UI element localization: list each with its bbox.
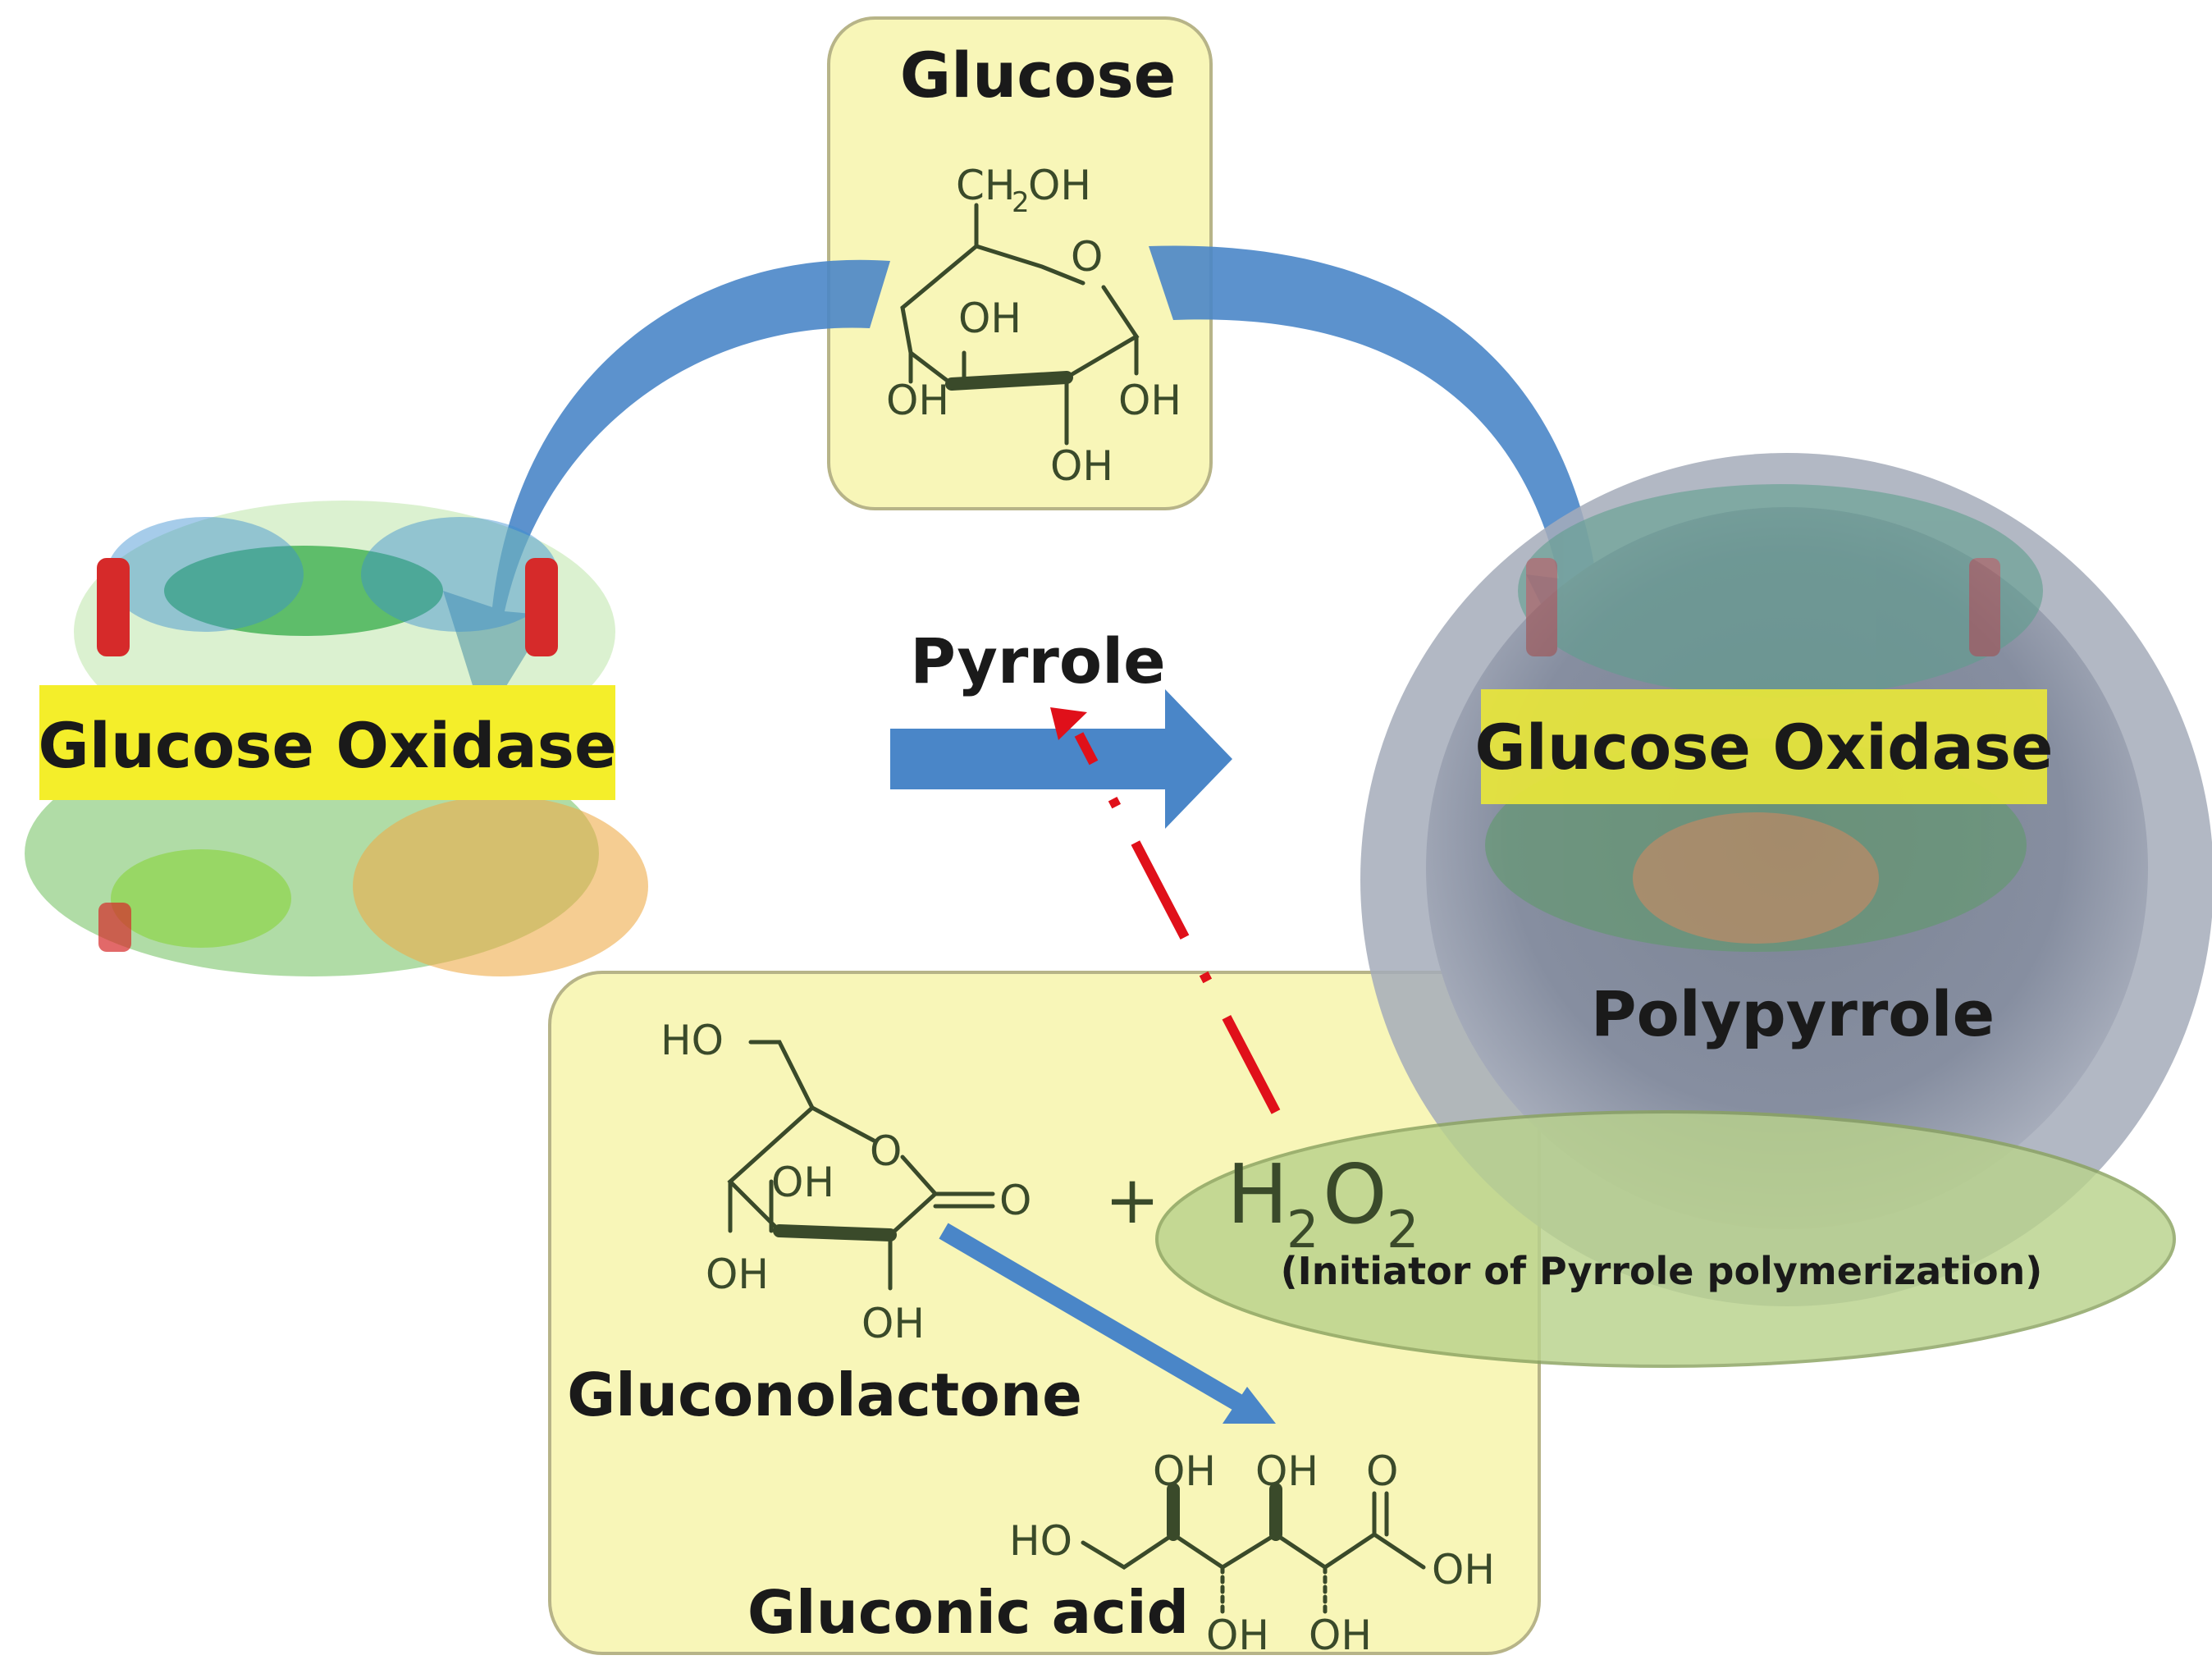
svg-text:OH: OH [1153,1447,1216,1495]
svg-text:OH: OH [771,1159,834,1206]
enzyme-label-right-bg [1481,689,2047,804]
svg-text:O: O [999,1177,1031,1224]
hydrolysis-arrow-line [939,1223,1244,1411]
h2o2-note: (Initiator of Pyrrole polymerization) [1281,1249,2043,1293]
svg-text:OH: OH [1309,1612,1372,1659]
svg-text:O: O [1323,1146,1387,1242]
enzyme-label-left: Glucose Oxidase [38,709,616,782]
svg-text:2: 2 [1287,1200,1319,1260]
svg-text:HO: HO [660,1017,724,1064]
svg-text:HO: HO [1009,1517,1072,1565]
svg-text:O: O [870,1127,902,1175]
svg-text:OH: OH [1206,1612,1269,1659]
glucose-title: Glucose [900,39,1177,112]
svg-text:H: H [1227,1146,1288,1242]
hydrolysis-arrow-head [1223,1387,1276,1424]
svg-text:OH: OH [1432,1546,1495,1594]
dashed-arrow-line [1074,732,1281,1114]
gluconolactone-structure: HO O O OH OH OH [660,1017,1031,1347]
pyrrole-label: Pyrrole [910,624,1165,697]
pyrrole-arrow [890,689,1232,829]
svg-text:O: O [1071,233,1103,281]
svg-text:O: O [1366,1447,1398,1495]
svg-text:OH: OH [1118,377,1181,424]
glucose-structure: CH 2 OH O OH OH OH OH [886,162,1181,490]
svg-text:OH: OH [1255,1447,1319,1495]
gluconic-acid-structure: HO OH OH O OH OH OH [1009,1447,1495,1659]
h2o2-formula: H 2 O 2 [1227,1146,1419,1260]
svg-text:CH: CH [956,162,1016,209]
svg-text:OH: OH [886,377,949,424]
plus-sign: + [1104,1162,1159,1238]
gluconolactone-label: Gluconolactone [567,1360,1082,1429]
polypyrrole-label: Polypyrrole [1591,977,1995,1050]
dashed-arrow-head [1050,707,1087,740]
enzyme-label-right: Glucose Oxidase [1474,711,2053,784]
svg-text:OH: OH [958,295,1021,342]
gluconic-acid-label: Gluconic acid [747,1578,1189,1647]
svg-text:OH: OH [861,1300,925,1347]
svg-text:2: 2 [1012,186,1030,219]
enzyme-label-left-bg [39,685,615,800]
h2o2-ellipse [1155,1110,2176,1368]
svg-text:OH: OH [1028,162,1091,209]
svg-text:OH: OH [706,1251,769,1298]
svg-text:OH: OH [1050,442,1113,490]
svg-text:2: 2 [1387,1200,1419,1260]
